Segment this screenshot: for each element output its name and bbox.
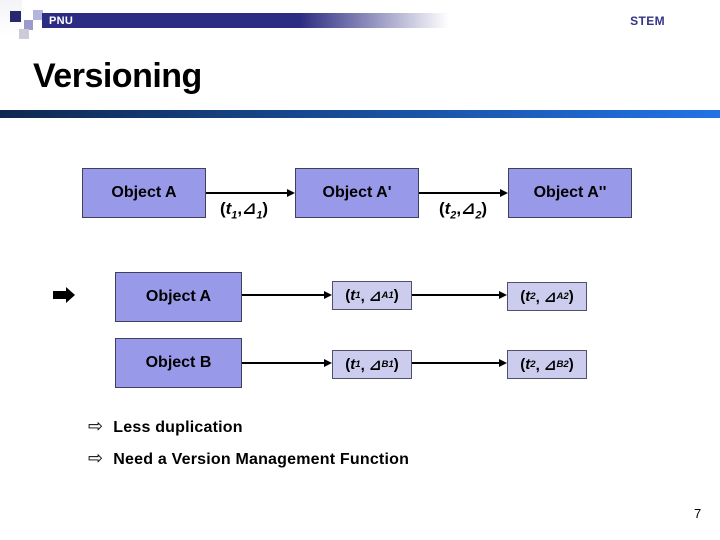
header-right-text: STEM: [630, 13, 665, 28]
row-box-label: Object A: [145, 288, 212, 305]
row-b-arrow-1: [242, 359, 332, 367]
chain-box-label: Object A'': [533, 184, 607, 201]
arrow-bullet-icon: ⇨: [88, 416, 104, 436]
row-a-arrow-2: [412, 291, 507, 299]
chain-box-object-a: Object A: [82, 168, 206, 218]
row-box-object-a: Object A: [115, 272, 242, 322]
chain-box-object-a-prime: Object A': [295, 168, 419, 218]
bullet-version-management: ⇨ Need a Version Management Function: [88, 448, 410, 470]
title-divider: [0, 110, 720, 118]
chain-arrow-label-2: (t2,⊿2): [438, 199, 488, 222]
page-number: 7: [694, 506, 702, 521]
solid-right-arrow-icon: [53, 287, 75, 303]
logo-square-navy: [10, 11, 21, 22]
logo-square-gray: [19, 29, 29, 39]
bullet-text: Need a Version Management Function: [113, 450, 410, 468]
row-box-object-b: Object B: [115, 338, 242, 388]
page-title: Versioning: [33, 57, 202, 95]
chain-arrow-2: [419, 189, 508, 197]
bullet-text: Less duplication: [113, 418, 243, 436]
logo-square-medium: [24, 20, 33, 30]
row-a-arrow-1: [242, 291, 332, 299]
row-b-arrow-2: [412, 359, 507, 367]
chain-box-label: Object A: [111, 184, 177, 201]
bullet-less-duplication: ⇨ Less duplication: [88, 416, 243, 438]
chain-arrow-1: [206, 189, 295, 197]
chain-box-label: Object A': [322, 184, 392, 201]
header-left-text: PNU: [49, 14, 74, 27]
header-bar: PNU STEM: [42, 13, 720, 28]
arrow-bullet-icon: ⇨: [88, 448, 104, 468]
logo-square-light: [33, 10, 43, 20]
chain-box-object-a-doubleprime: Object A'': [508, 168, 632, 218]
row-box-label: Object B: [145, 354, 212, 371]
chain-arrow-label-1: (t1,⊿1): [219, 199, 269, 222]
